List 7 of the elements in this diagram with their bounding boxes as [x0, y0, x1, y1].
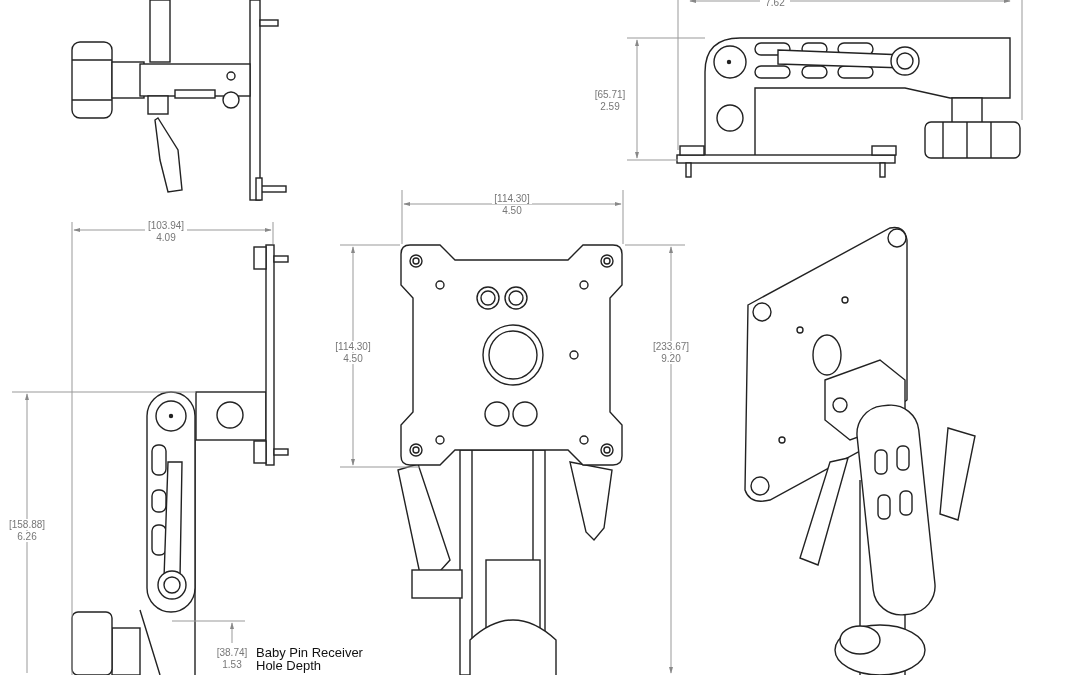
dimension-value: [65.71]: [592, 89, 628, 100]
dimension-value: [103.94]: [145, 220, 187, 231]
dimension-value: [114.30]: [492, 193, 532, 204]
dimension-value: [233.67]: [651, 341, 691, 352]
note-text: Baby Pin Receiver Hole Depth: [256, 646, 364, 672]
dimension-value: [114.30]: [333, 341, 373, 352]
dimension-value: [38.74]: [214, 647, 250, 658]
